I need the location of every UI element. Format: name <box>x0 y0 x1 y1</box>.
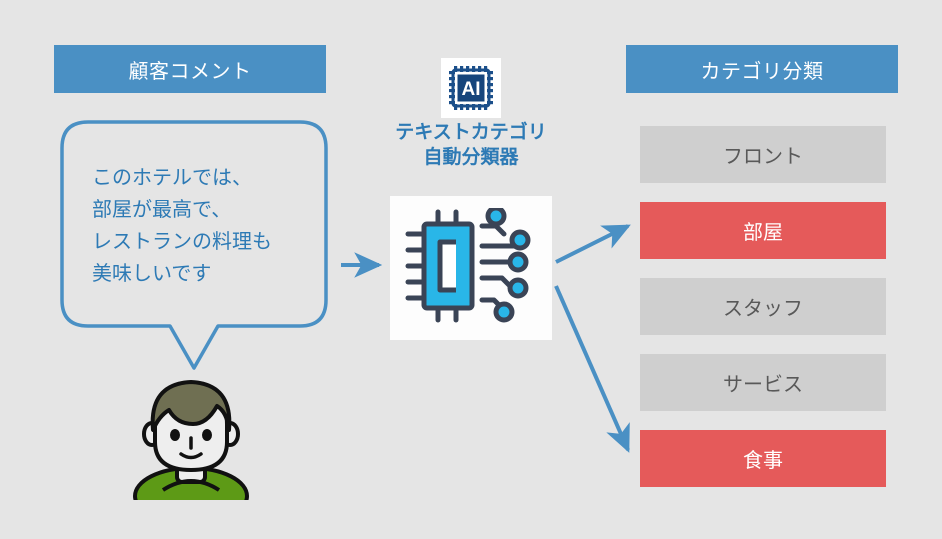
category-item-staff[interactable]: スタッフ <box>640 278 886 335</box>
category-item-room[interactable]: 部屋 <box>640 202 886 259</box>
category-classification-header: カテゴリ分類 <box>626 45 898 93</box>
category-label: フロント <box>723 146 803 168</box>
category-item-meal[interactable]: 食事 <box>640 430 886 487</box>
ai-chip-icon: AI <box>449 66 493 110</box>
classifier-to-meal-arrow <box>554 285 630 453</box>
customer-comment-bubble: このホテルでは、 部屋が最高で、 レストランの料理も 美味しいです <box>58 118 330 373</box>
category-label: サービス <box>723 374 803 396</box>
person-avatar-icon <box>133 380 249 500</box>
category-label: 部屋 <box>743 222 783 244</box>
classifier-label: テキストカテゴリ 自動分類器 <box>395 122 547 168</box>
circuit-chip-icon <box>405 208 531 323</box>
ai-badge-container: AI <box>441 58 501 118</box>
category-label: 食事 <box>743 450 783 472</box>
category-item-service[interactable]: サービス <box>640 354 886 411</box>
category-label: スタッフ <box>723 298 803 320</box>
speech-bubble-shape <box>60 120 328 370</box>
category-item-front[interactable]: フロント <box>640 126 886 183</box>
classifier-to-room-arrow <box>555 224 631 264</box>
ai-badge-text: AI <box>462 79 481 100</box>
customer-comment-header: 顧客コメント <box>54 45 326 93</box>
customer-comment-text: このホテルでは、 部屋が最高で、 レストランの料理も 美味しいです <box>92 167 272 285</box>
